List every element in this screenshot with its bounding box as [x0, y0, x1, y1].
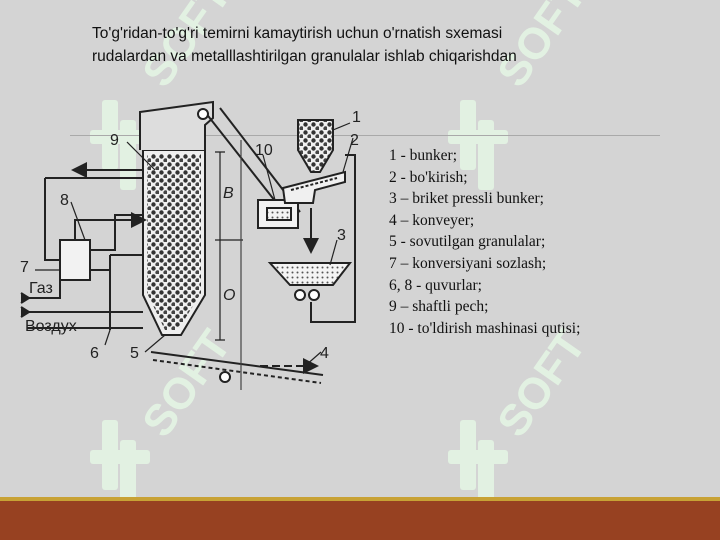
gas-inlet-label: Газ	[29, 280, 53, 297]
legend-item: 9 – shaftli pech;	[389, 298, 489, 316]
legend-item: 10 - to'ldirish mashinasi qutisi;	[389, 319, 581, 337]
watermark-text: SOFT	[488, 321, 596, 445]
callout-2: 2	[350, 132, 359, 149]
title-line-2: rudalardan va metalllashtirilgan granula…	[92, 48, 517, 65]
legend-item: 3 – briket pressli bunker;	[389, 190, 544, 208]
legend-item: 1 - bunker;	[389, 147, 458, 164]
callout-6: 6	[90, 345, 99, 362]
title-line-1: To'g'ridan-to'g'ri temirni kamaytirish u…	[92, 25, 503, 42]
plant-schematic: 1 2 3 4 5 6 7 8 9 10 В О Газ Воздух	[20, 100, 361, 390]
shaft-furnace	[142, 149, 206, 336]
watermark-logo-icon	[448, 100, 508, 190]
legend-item: 2 - bo'kirish;	[389, 168, 468, 186]
callout-7: 7	[20, 259, 29, 276]
legend-list: 1 - bunker; 2 - bo'kirish; 3 – briket pr…	[389, 145, 580, 339]
legend-item: 7 – konversiyani sozlash;	[389, 254, 547, 272]
callout-3: 3	[337, 227, 346, 244]
divider-line	[70, 135, 660, 136]
callout-8: 8	[60, 192, 69, 209]
callout-1: 1	[352, 109, 361, 126]
callout-10: 10	[255, 142, 273, 159]
footer-accent-bar	[0, 497, 720, 501]
watermark-logo-icon	[448, 420, 508, 510]
legend-item: 6, 8 - quvurlar;	[389, 276, 482, 294]
legend-item: 4 – konveyer;	[389, 211, 475, 229]
callout-5: 5	[130, 345, 139, 362]
callout-9: 9	[110, 132, 119, 149]
callout-4: 4	[320, 345, 329, 362]
slide-title: To'g'ridan-to'g'ri temirni kamaytirish u…	[92, 22, 652, 68]
watermark-logo-icon	[90, 420, 150, 510]
footer-bar	[0, 501, 720, 540]
dimension-label-upper: В	[223, 185, 234, 202]
dimension-label-lower: О	[223, 287, 235, 304]
legend-item: 5 - sovutilgan granulalar;	[389, 233, 546, 251]
air-inlet-label: Воздух	[25, 318, 77, 335]
